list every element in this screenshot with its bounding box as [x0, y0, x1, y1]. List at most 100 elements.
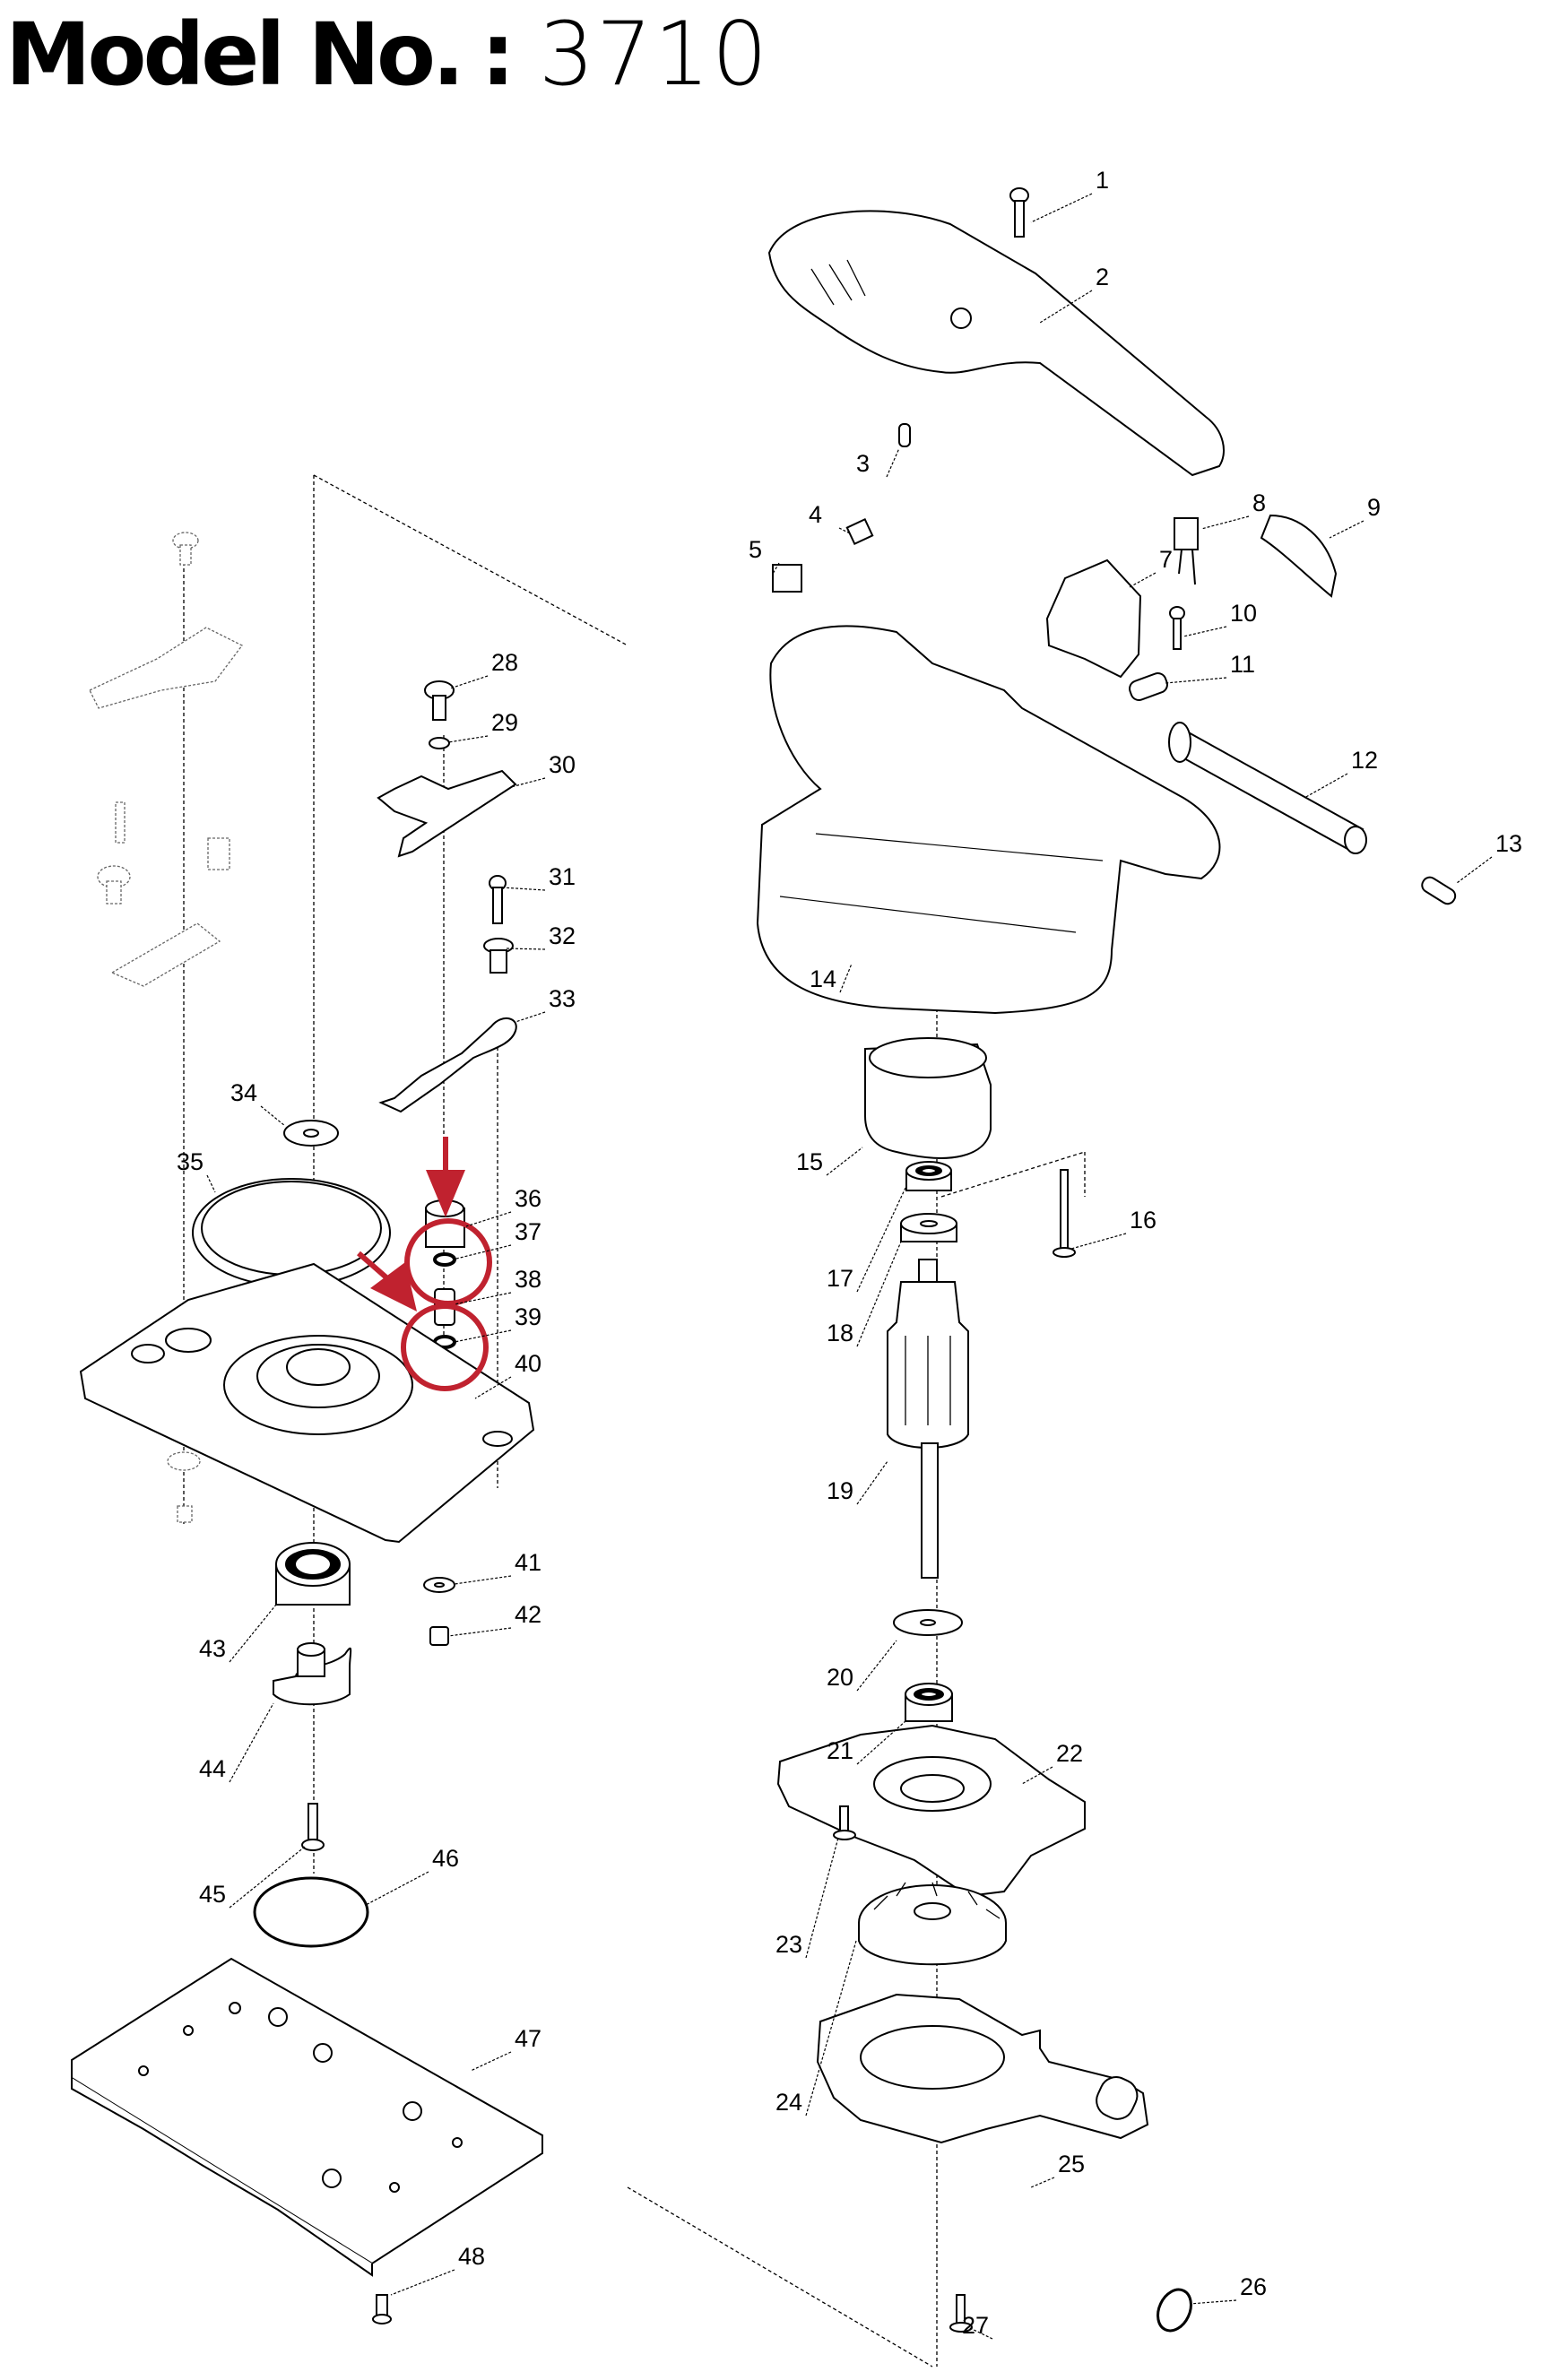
part-number-label: 33 — [549, 985, 576, 1012]
part-number-label: 26 — [1240, 2273, 1267, 2300]
leader-line — [856, 1187, 906, 1293]
leader-line — [206, 1174, 216, 1193]
callout-10: 10 — [1182, 600, 1257, 637]
callout-22: 22 — [1021, 1740, 1083, 1785]
callout-11: 11 — [1165, 651, 1255, 684]
highlight-circle-39 — [401, 1303, 489, 1391]
part-number-label: 47 — [515, 2025, 541, 2052]
leader-line — [447, 735, 489, 743]
flat-washer-part-34 — [283, 1120, 339, 1147]
callout-20: 20 — [827, 1640, 897, 1692]
rubber-ring-part-18 — [900, 1213, 957, 1242]
part-number-label: 1 — [1096, 167, 1109, 194]
part-number-label: 37 — [515, 1218, 541, 1245]
switch-part — [1045, 558, 1142, 679]
retaining-ring-part — [429, 737, 450, 749]
part-number-label: 10 — [1230, 600, 1257, 627]
callout-33: 33 — [515, 985, 576, 1023]
part-number-label: 22 — [1056, 1740, 1083, 1767]
part-number-label: 35 — [177, 1148, 204, 1175]
callout-18: 18 — [827, 1241, 902, 1347]
callout-41: 41 — [454, 1549, 541, 1585]
leader-line — [229, 1846, 306, 1909]
part-number-label: 21 — [827, 1737, 853, 1764]
leader-line — [1304, 773, 1348, 799]
part-number-label: 4 — [809, 501, 822, 528]
screw-part-10 — [1169, 606, 1185, 650]
ball-bearing-part-17 — [905, 1161, 952, 1191]
brush-cap-part — [772, 564, 802, 593]
clamp-lever-part — [378, 1017, 517, 1113]
leader-line — [838, 527, 851, 534]
screw-part-31 — [489, 875, 507, 924]
leader-line — [856, 1241, 902, 1347]
callout-25: 25 — [1030, 2151, 1085, 2188]
leader-line — [454, 1329, 512, 1343]
callout-13: 13 — [1456, 830, 1522, 884]
leader-line — [1129, 572, 1157, 588]
collar-part — [483, 938, 514, 974]
strain-relief-part — [1129, 672, 1168, 701]
ball-bearing-part-43 — [275, 1542, 351, 1606]
callout-44: 44 — [199, 1702, 274, 1783]
callout-39: 39 — [454, 1303, 541, 1343]
callout-36: 36 — [465, 1185, 541, 1227]
part-number-label: 12 — [1351, 747, 1378, 774]
callout-8: 8 — [1200, 489, 1266, 530]
part-number-label: 20 — [827, 1664, 853, 1691]
cord-guard-part — [1168, 722, 1367, 854]
callout-21: 21 — [827, 1720, 906, 1765]
field-part — [864, 1037, 992, 1159]
part-number-label: 15 — [796, 1148, 823, 1175]
leader-line — [390, 2269, 455, 2296]
armature-part — [887, 1259, 969, 1579]
leader-line — [1030, 2177, 1055, 2188]
callout-27: 27 — [962, 2312, 993, 2340]
leader-line — [1189, 2299, 1237, 2305]
o-ring-part-26 — [1157, 2288, 1192, 2333]
callout-34: 34 — [230, 1079, 286, 1127]
part-number-label: 39 — [515, 1303, 541, 1330]
rubber-ring-part-35 — [192, 1178, 391, 1287]
callout-42: 42 — [447, 1601, 541, 1637]
part-number-label: 3 — [856, 450, 870, 477]
callout-5: 5 — [749, 536, 780, 575]
part-number-label: 41 — [515, 1549, 541, 1576]
screw-part-1 — [1009, 187, 1029, 238]
callout-30: 30 — [510, 751, 576, 788]
screw-part-27 — [949, 2294, 973, 2333]
leader-line — [1182, 626, 1227, 637]
part-number-label: 18 — [827, 1320, 853, 1346]
leader-line — [856, 1460, 888, 1505]
capacitor-part — [1174, 517, 1199, 585]
highlight-circle-37 — [404, 1218, 492, 1306]
flat-washer-part-20 — [893, 1609, 963, 1636]
leader-line — [470, 2051, 512, 2072]
part-number-label: 48 — [458, 2243, 485, 2270]
part-number-label: 45 — [199, 1881, 226, 1908]
leader-line — [501, 887, 546, 891]
name-plate-part — [1260, 514, 1338, 598]
counter-balance-part — [273, 1642, 352, 1706]
ball-bearing-part-21 — [905, 1683, 953, 1722]
callout-2: 2 — [1039, 264, 1109, 324]
leader-line — [1070, 1233, 1127, 1250]
leader-line — [1021, 1766, 1053, 1785]
leader-line — [805, 1940, 857, 2117]
screw-part-48 — [372, 2294, 392, 2324]
leader-line — [447, 1627, 512, 1637]
leader-line — [856, 1720, 906, 1765]
highlight-arrow-head-2 — [370, 1262, 417, 1312]
leader-line — [826, 1147, 863, 1176]
part-number-label: 16 — [1130, 1207, 1157, 1234]
leader-line — [510, 777, 546, 788]
fan-part — [858, 1882, 1007, 1966]
part-number-label: 34 — [230, 1079, 257, 1106]
o-ring-part-46 — [253, 1876, 369, 1948]
part-number-label: 9 — [1367, 494, 1381, 521]
leader-line — [1030, 193, 1093, 223]
part-number-label: 2 — [1096, 264, 1109, 290]
leader-line — [886, 447, 900, 478]
